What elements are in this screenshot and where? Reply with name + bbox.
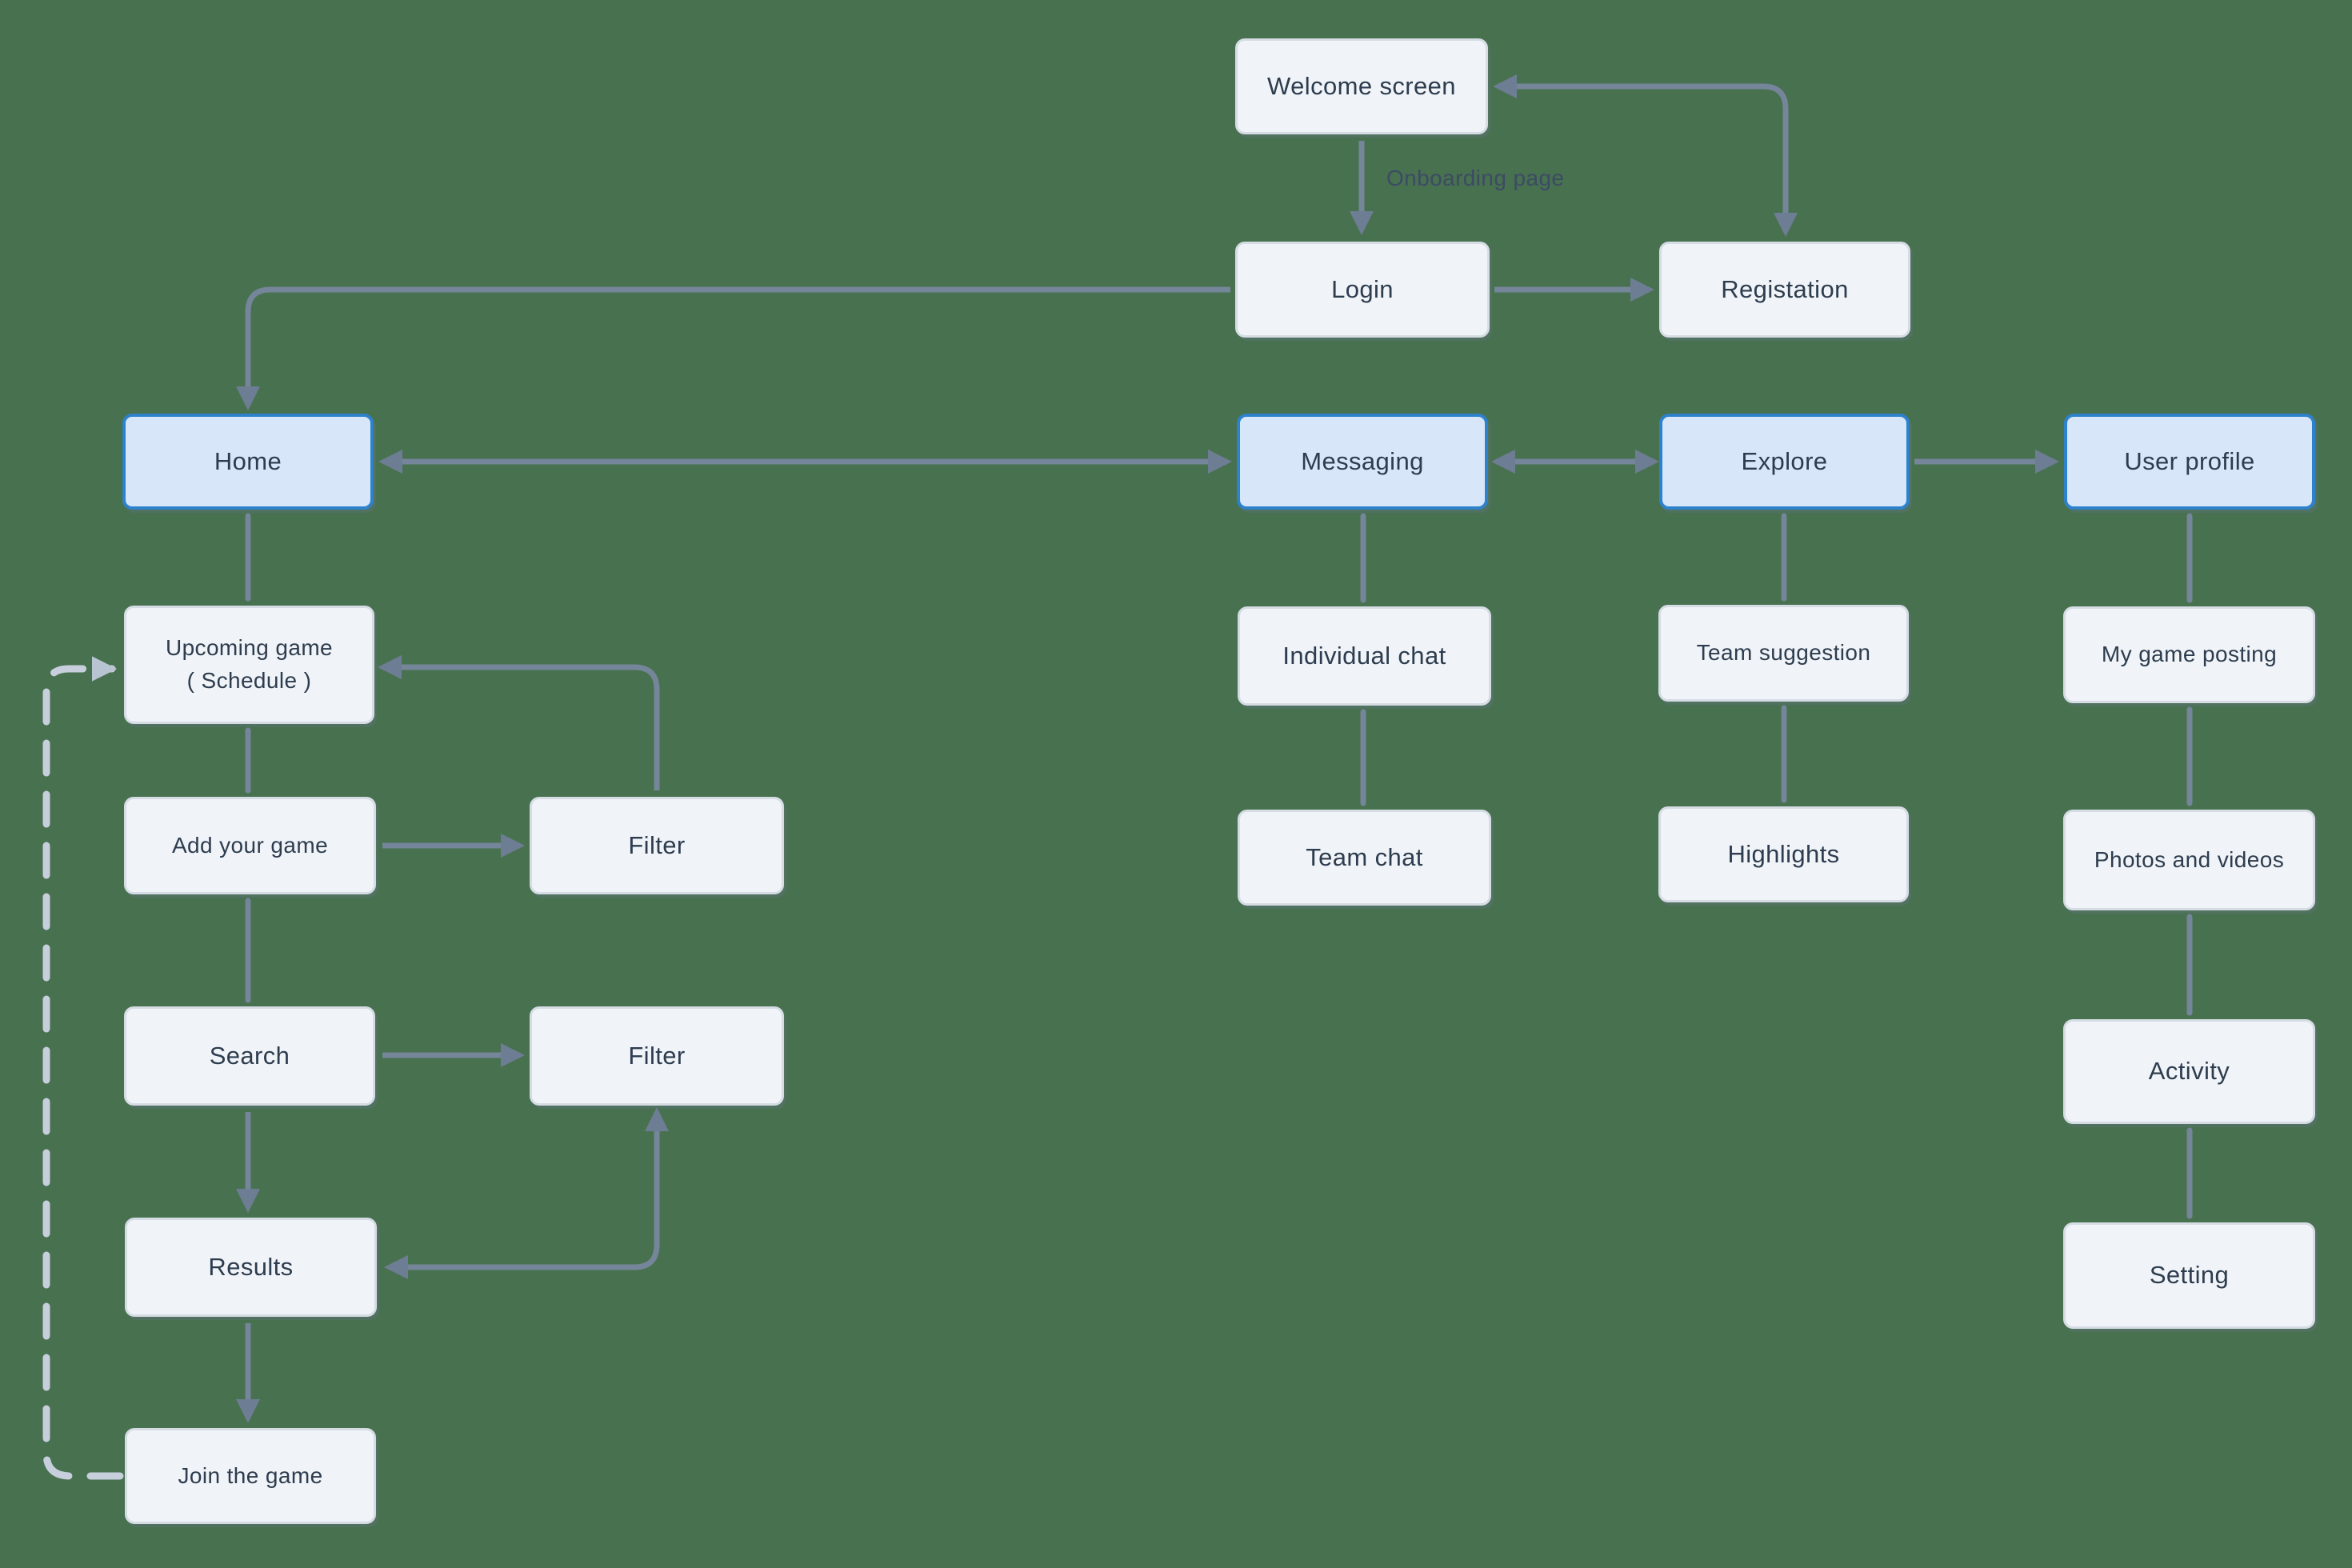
node-label: Team chat (1306, 842, 1423, 871)
node-explore[interactable]: Explore (1659, 414, 1910, 510)
edge-join-the-game-upcoming-game-dashed (42, 656, 124, 1480)
node-label: Filter (628, 830, 686, 859)
node-individual-chat[interactable]: Individual chat (1238, 606, 1491, 706)
node-messaging[interactable]: Messaging (1237, 414, 1488, 510)
node-label: Team suggestion (1696, 640, 1871, 666)
node-filter-2[interactable]: Filter (530, 1006, 784, 1106)
node-highlights[interactable]: Highlights (1658, 806, 1909, 902)
edge-filter-results-loop (383, 1106, 670, 1280)
edge-login-home (235, 286, 1230, 411)
node-label: Home (214, 446, 282, 475)
node-team-suggestion[interactable]: Team suggestion (1658, 605, 1909, 702)
node-login[interactable]: Login (1235, 242, 1490, 338)
node-my-game-posting[interactable]: My game posting (2063, 606, 2315, 703)
node-label: Filter (628, 1041, 686, 1070)
node-user-profile[interactable]: User profile (2064, 414, 2315, 510)
node-label: Login (1331, 274, 1394, 303)
node-label: Join the game (178, 1462, 323, 1488)
node-label: Photos and videos (2094, 846, 2285, 872)
node-add-your-game[interactable]: Add your game (124, 797, 376, 894)
node-results[interactable]: Results (125, 1218, 377, 1317)
node-label: Registation (1721, 274, 1849, 303)
node-home[interactable]: Home (122, 414, 374, 510)
node-filter-1[interactable]: Filter (530, 797, 784, 894)
node-label: Add your game (171, 832, 329, 858)
node-setting[interactable]: Setting (2063, 1222, 2315, 1329)
node-label: Highlights (1727, 839, 1840, 868)
node-label: Messaging (1301, 446, 1424, 475)
node-label: Individual chat (1282, 641, 1446, 670)
node-label: Search (209, 1041, 290, 1070)
edge-filter-upcoming-game (377, 654, 660, 790)
onboarding-page-label: Onboarding page (1386, 166, 1565, 190)
node-photos-and-videos[interactable]: Photos and videos (2063, 810, 2315, 910)
node-label: Setting (2149, 1261, 2230, 1290)
node-label: Results (208, 1252, 294, 1281)
node-search[interactable]: Search (124, 1006, 375, 1106)
node-label: User profile (2124, 446, 2255, 475)
node-label: Explore (1741, 446, 1828, 475)
node-registration[interactable]: Registation (1659, 242, 1910, 338)
node-label: Activity (2148, 1057, 2230, 1086)
node-label: Welcome screen (1267, 71, 1456, 100)
node-label: Upcoming game (165, 635, 334, 661)
node-label: My game posting (2101, 642, 2278, 667)
edge-welcome-registration (1492, 74, 1798, 238)
node-activity[interactable]: Activity (2063, 1019, 2315, 1124)
node-join-the-game[interactable]: Join the game (125, 1428, 376, 1524)
node-team-chat[interactable]: Team chat (1238, 810, 1491, 906)
node-sublabel: ( Schedule ) (186, 668, 312, 693)
node-welcome-screen[interactable]: Welcome screen (1235, 38, 1488, 134)
node-upcoming-game[interactable]: Upcoming game ( Schedule ) (124, 606, 374, 724)
